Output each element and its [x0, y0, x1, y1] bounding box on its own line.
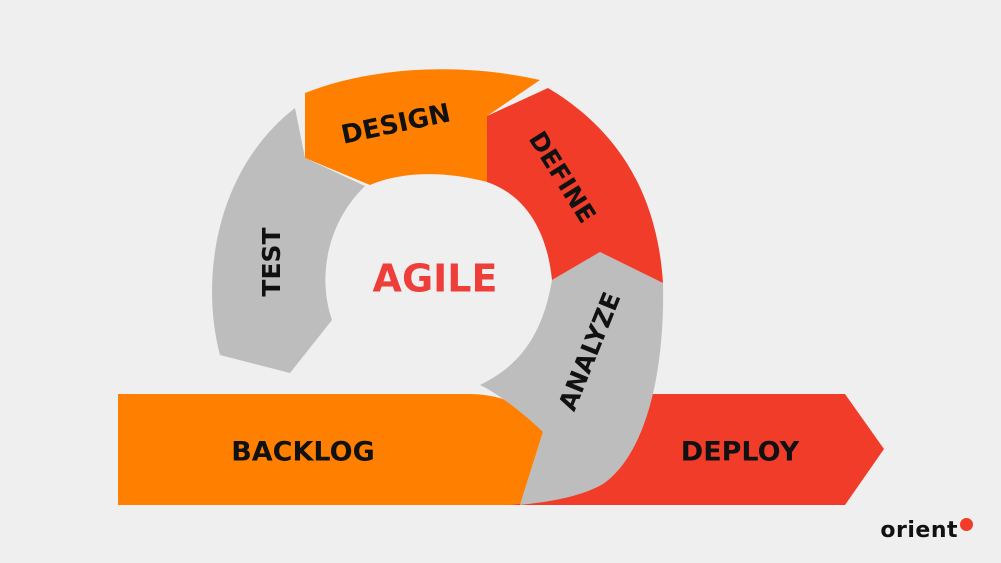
orient-logo-text: orient [880, 518, 958, 543]
test-segment [212, 108, 365, 373]
deploy-label: DEPLOY [681, 437, 800, 468]
agile-center-label: AGILE [373, 257, 498, 301]
orient-logo: orient [880, 518, 973, 543]
define-segment [487, 88, 663, 283]
logo-dot-icon [960, 518, 973, 531]
test-label: TEST [257, 227, 286, 296]
design-segment [305, 69, 540, 185]
backlog-label: BACKLOG [231, 437, 375, 468]
analyze-segment [480, 252, 664, 505]
backlog-segment [118, 394, 543, 505]
